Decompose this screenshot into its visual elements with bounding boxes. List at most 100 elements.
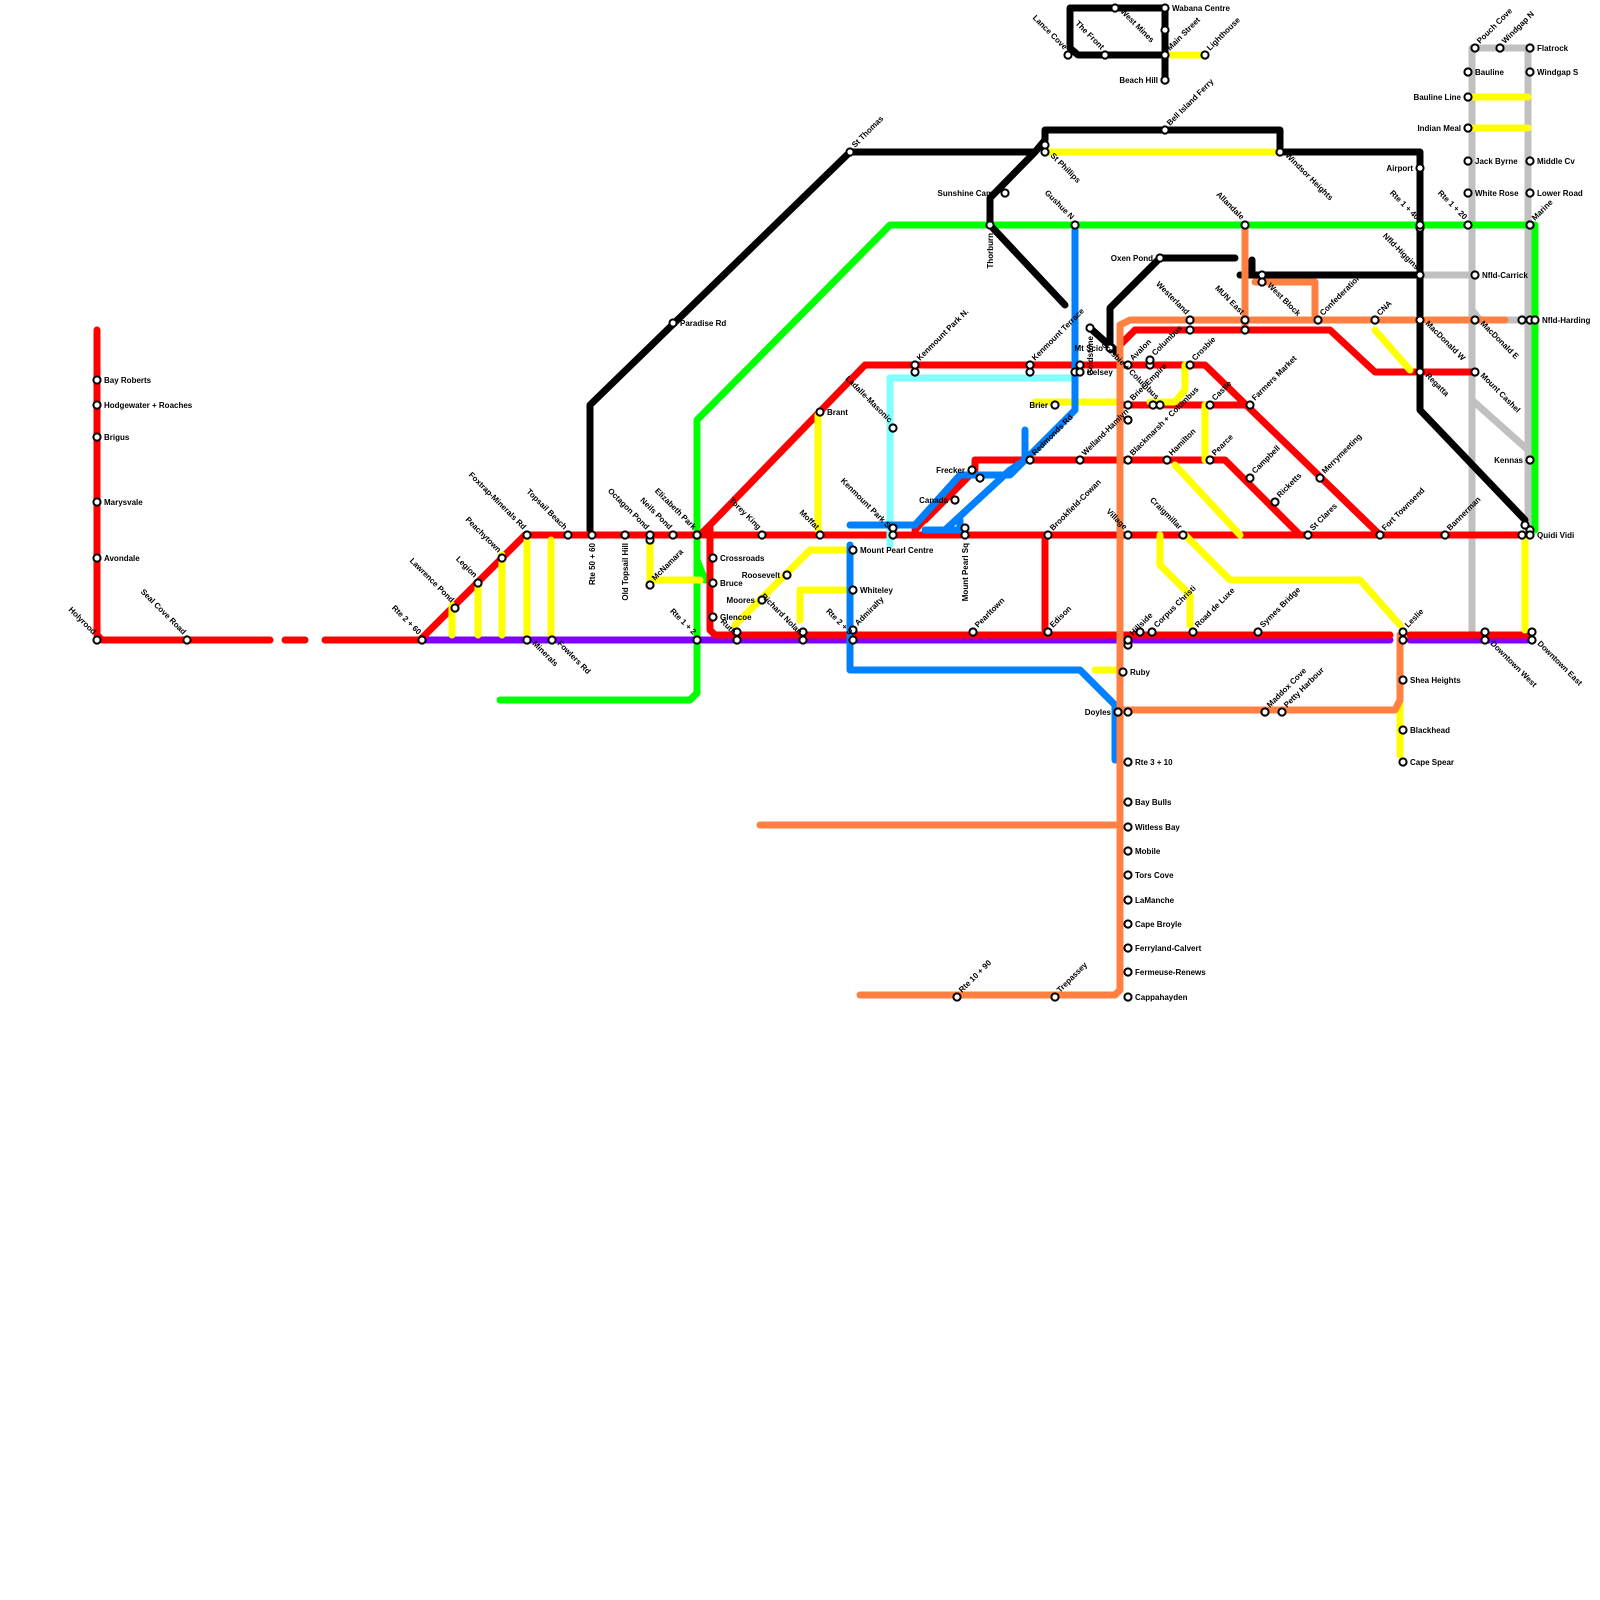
station-st-thomas[interactable]	[846, 148, 853, 155]
station-welland-hamlyn[interactable]	[1076, 456, 1083, 463]
station-peachytown[interactable]	[498, 554, 505, 561]
station-kenmount-park-n[interactable]	[911, 361, 918, 368]
station-lower-road[interactable]	[1526, 189, 1533, 196]
station-whiteley[interactable]	[849, 586, 856, 593]
station-blackhead[interactable]	[1399, 726, 1406, 733]
station-st-phillips[interactable]	[1041, 148, 1048, 155]
station-the-front[interactable]	[1101, 51, 1108, 58]
station-beach-hill[interactable]	[1161, 76, 1168, 83]
station-nfld-harding[interactable]	[1531, 316, 1538, 323]
station-downtown-east[interactable]	[1528, 636, 1535, 643]
station-moffat[interactable]	[816, 531, 823, 538]
station-crosbie[interactable]	[1186, 361, 1193, 368]
station-edison[interactable]	[1044, 628, 1051, 635]
station-craigmillar[interactable]	[1179, 531, 1186, 538]
station-westerland[interactable]	[1186, 316, 1193, 323]
station-st-clares[interactable]	[1304, 531, 1311, 538]
station-pearltown[interactable]	[969, 628, 976, 635]
station-fowlers-rd[interactable]	[548, 636, 555, 643]
station-old-topsail-hill[interactable]	[621, 531, 628, 538]
station-mount-pearl-sq[interactable]	[961, 531, 968, 538]
station-blackmarsh-columbus[interactable]	[1124, 456, 1131, 463]
station-bannerman[interactable]	[1441, 531, 1448, 538]
station-confederation[interactable]	[1314, 316, 1321, 323]
station-seal-cove-road[interactable]	[183, 636, 190, 643]
station-lance-cove[interactable]	[1064, 51, 1071, 58]
station-rte-2-3[interactable]	[849, 636, 856, 643]
station-rte-1-20[interactable]	[1464, 221, 1471, 228]
station-rte-1-2[interactable]	[693, 636, 700, 643]
station-pearce[interactable]	[1206, 456, 1213, 463]
station-rte-10-90[interactable]	[953, 993, 960, 1000]
station-allandale[interactable]	[1241, 221, 1248, 228]
station-quidi-vidi[interactable]	[1526, 531, 1533, 538]
station-rte-1-40[interactable]	[1416, 221, 1423, 228]
station-brier[interactable]	[1051, 401, 1058, 408]
station-ruth[interactable]	[733, 636, 740, 643]
station-rte-3-10[interactable]	[1124, 758, 1131, 765]
station-mun-east[interactable]	[1241, 316, 1248, 323]
station-campbell[interactable]	[1246, 474, 1253, 481]
station-crosbie-columbus[interactable]	[1156, 401, 1163, 408]
station-brier-empire[interactable]	[1124, 401, 1131, 408]
station-shea-heights[interactable]	[1399, 676, 1406, 683]
station-goldstone[interactable]	[1086, 324, 1093, 331]
station-fermeuse-renews[interactable]	[1124, 968, 1131, 975]
station-foxtrap-minerals-rd[interactable]	[523, 531, 530, 538]
station-nfld-carrick[interactable]	[1471, 271, 1478, 278]
station-flatrock[interactable]	[1526, 44, 1533, 51]
station-hillside[interactable]	[1124, 636, 1131, 643]
station-middle-cv[interactable]	[1526, 157, 1533, 164]
station-redmonds-rd[interactable]	[1026, 456, 1033, 463]
station-hodgewater-roaches[interactable]	[93, 401, 100, 408]
station-regatta[interactable]	[1416, 368, 1423, 375]
station-ladalle-masonic[interactable]	[889, 424, 896, 431]
station-oxen-pond[interactable]	[1156, 254, 1163, 261]
station-trepassey[interactable]	[1051, 993, 1058, 1000]
station-frecker[interactable]	[968, 466, 975, 473]
station-lawrence-pond[interactable]	[451, 604, 458, 611]
station-paradise-rd[interactable]	[669, 319, 676, 326]
station-witless-bay[interactable]	[1124, 823, 1131, 830]
station-leslie[interactable]	[1399, 628, 1406, 635]
station-neils-pond[interactable]	[669, 531, 676, 538]
station-ferryland-calvert[interactable]	[1124, 944, 1131, 951]
station-windgap-n[interactable]	[1496, 44, 1503, 51]
station-canada[interactable]	[951, 496, 958, 503]
station-ruby[interactable]	[1119, 668, 1126, 675]
station-downtown-west[interactable]	[1481, 636, 1488, 643]
station-main-street[interactable]	[1161, 51, 1168, 58]
station-legion[interactable]	[474, 579, 481, 586]
station-brant[interactable]	[816, 408, 823, 415]
station-gushue-n[interactable]	[1071, 221, 1078, 228]
station-airport[interactable]	[1416, 164, 1423, 171]
station-macdonald-w[interactable]	[1416, 316, 1423, 323]
station-windsor-heights[interactable]	[1276, 148, 1283, 155]
station-lamanche[interactable]	[1124, 896, 1131, 903]
station-lighthouse[interactable]	[1201, 51, 1208, 58]
station-bauline-line[interactable]	[1464, 93, 1471, 100]
station-kenmount-terrace[interactable]	[1026, 361, 1033, 368]
station-richard-nolan[interactable]	[799, 636, 806, 643]
station-wabana-centre[interactable]	[1161, 4, 1168, 11]
station-marine[interactable]	[1526, 221, 1533, 228]
station-west-mines[interactable]	[1111, 4, 1118, 11]
station-brookfield-cowan[interactable]	[1044, 531, 1051, 538]
station-cna[interactable]	[1371, 316, 1378, 323]
station-bruce[interactable]	[709, 579, 716, 586]
station-fort-townsend[interactable]	[1376, 531, 1383, 538]
station-doyles[interactable]	[1114, 708, 1121, 715]
station-sunshine-camp[interactable]	[1001, 189, 1008, 196]
station-torey-king[interactable]	[758, 531, 765, 538]
station-mcnamara[interactable]	[646, 581, 653, 588]
station-minerals[interactable]	[523, 636, 530, 643]
station-merrymeeting[interactable]	[1316, 474, 1323, 481]
station-west-block[interactable]	[1258, 278, 1265, 285]
station-indian-meal[interactable]	[1464, 124, 1471, 131]
station-castle[interactable]	[1206, 401, 1213, 408]
station-kennas[interactable]	[1526, 456, 1533, 463]
station-roosevelt[interactable]	[783, 571, 790, 578]
station-columbus[interactable]	[1146, 356, 1153, 363]
station-mobile[interactable]	[1124, 847, 1131, 854]
station-mount-pearl-centre[interactable]	[849, 546, 856, 553]
